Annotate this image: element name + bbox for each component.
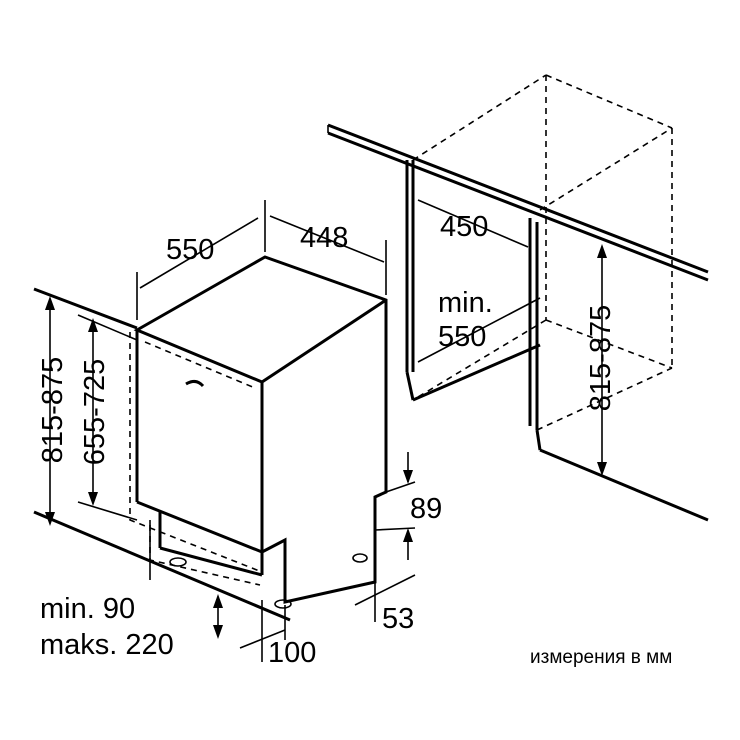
- niche-outline: [412, 74, 673, 431]
- gap-label-line1: min. 90: [40, 593, 135, 625]
- plinth-height-label: 89: [410, 493, 442, 525]
- door-height-label: 655-725: [79, 359, 111, 465]
- niche-depth-label: 450: [440, 211, 488, 243]
- width-label: 550: [166, 234, 214, 266]
- plinth-depth-label: 53: [382, 603, 414, 635]
- dishwasher-body: [129, 255, 388, 609]
- height-range-label: 815-875: [37, 357, 69, 463]
- depth-label: 448: [300, 222, 348, 254]
- niche-width-label-line2: 550: [438, 321, 486, 353]
- niche-width-label-line1: min.: [438, 287, 493, 319]
- niche-height-label: 815-875: [585, 305, 617, 411]
- countertop-outline: [327, 123, 709, 522]
- dimension-lines: [45, 199, 607, 662]
- foot-offset-label: 100: [268, 637, 316, 669]
- gap-label-line2: maks. 220: [40, 629, 174, 661]
- units-note: измерения в мм: [530, 647, 672, 668]
- floor-lines: [33, 287, 291, 622]
